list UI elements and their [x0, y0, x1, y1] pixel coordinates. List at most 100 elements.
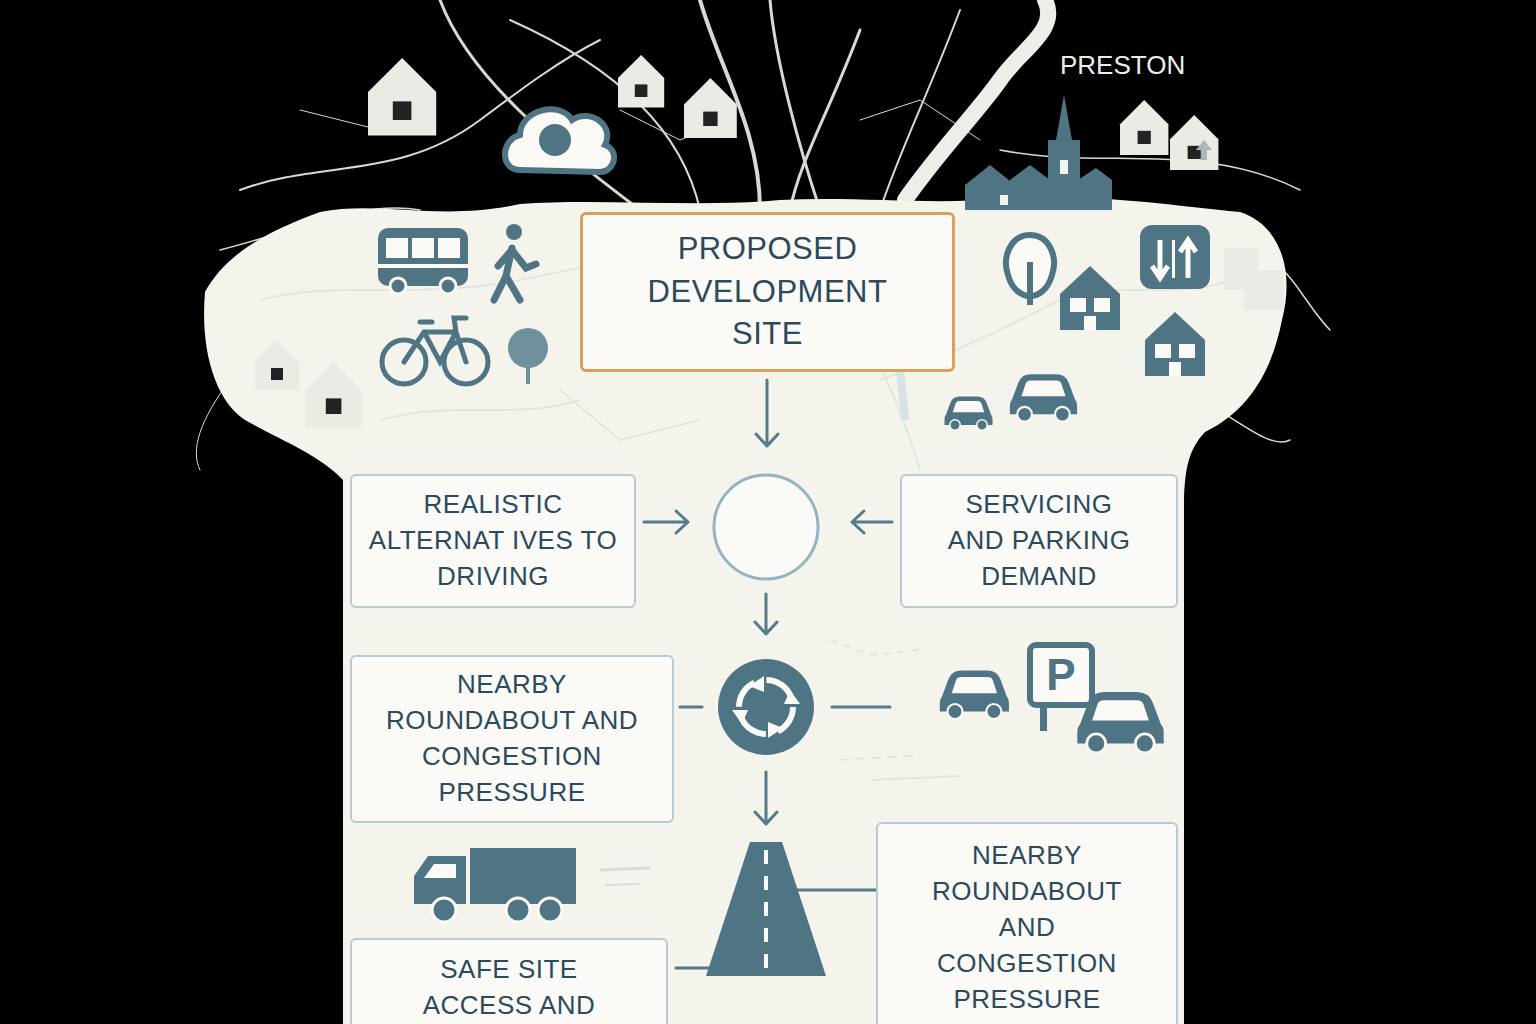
truck-icon: [414, 848, 576, 922]
map-pin-icon: [526, 366, 530, 384]
factor-box: SERVICING AND PARKING DEMAND: [900, 474, 1178, 608]
town-church: [1010, 165, 1050, 210]
factor-box: NEARBY ROUNDABOUT AND CONGESTION PRESSUR…: [350, 655, 674, 823]
flow-arrows: [755, 772, 777, 824]
tree-icon: [1027, 262, 1033, 305]
roundabout-icon: [732, 676, 800, 738]
houses: [255, 340, 299, 390]
cloud-icon: [539, 124, 571, 156]
pedestrian-icon: [494, 224, 536, 300]
house-icons: [1060, 266, 1120, 330]
factor-box: SAFE SITE ACCESS AND: [350, 938, 668, 1024]
direction-sign-icon: [1152, 240, 1168, 278]
town-church: [965, 165, 1015, 210]
flow-arrows: [852, 511, 892, 533]
truck-icon: [414, 856, 466, 904]
town-church: [965, 95, 1112, 210]
bus-icon: [438, 238, 460, 258]
flow-arrows: [680, 706, 702, 709]
faint-streets: [605, 884, 640, 885]
bus-icon: [390, 278, 406, 294]
pedestrian-icon: [506, 276, 520, 300]
road-icon: [706, 842, 826, 976]
tree-icon: [1006, 235, 1054, 305]
map-pin-icon: [508, 328, 548, 384]
flow-arrows: [644, 511, 688, 533]
town-church: [1078, 168, 1112, 210]
faint-streets: [560, 390, 700, 440]
map-roads: [790, 30, 860, 210]
houses: [1224, 248, 1284, 310]
parking-icons: [940, 670, 1009, 719]
faint-streets: [830, 640, 920, 655]
pedestrian-icon: [494, 248, 512, 300]
factor-box: NEARBY ROUNDABOUT AND CONGESTION PRESSUR…: [876, 822, 1178, 1024]
bus-icon: [386, 238, 408, 258]
roundabout-icon: [718, 659, 814, 755]
box-label: NEARBY ROUNDABOUT AND CONGESTION PRESSUR…: [915, 838, 1140, 1017]
road-icon: [764, 850, 768, 970]
flow-arrows: [790, 889, 876, 892]
houses: [255, 55, 1284, 427]
pedestrian-icon: [498, 252, 510, 266]
pedestrian-icon: [506, 224, 522, 240]
houses: [305, 362, 362, 427]
pedestrian-icon: [512, 250, 536, 268]
houses: [1120, 100, 1168, 155]
flow-circle: [714, 475, 818, 579]
town-church: [1060, 160, 1068, 174]
box-label: PROPOSED DEVELOPMENT SITE: [618, 228, 918, 356]
road-icon: [706, 842, 826, 976]
map-pin-icon: [508, 328, 548, 368]
car-icons: [945, 397, 993, 431]
town-church: [1048, 95, 1080, 210]
cloud-icon: [505, 109, 614, 172]
cloud-icon: [505, 109, 614, 172]
direction-sign-icon: [1172, 240, 1175, 278]
houses: [1170, 115, 1218, 170]
car-icons: [945, 374, 1078, 430]
place-name: PRESTON: [1060, 50, 1185, 81]
bicycle-icon: [382, 318, 488, 384]
parking-sign-letter: P: [1030, 645, 1092, 705]
box-label: REALISTIC ALTERNAT IVES TO DRIVING: [368, 487, 618, 595]
box-label: NEARBY ROUNDABOUT AND CONGESTION PRESSUR…: [372, 667, 652, 811]
site-box: PROPOSED DEVELOPMENT SITE: [580, 212, 955, 372]
bus-icon: [440, 278, 456, 294]
faint-streets: [840, 755, 920, 760]
houses: [618, 55, 664, 108]
car-icons: [1010, 374, 1077, 421]
truck-icon: [538, 898, 562, 922]
flow-arrows: [832, 706, 890, 709]
factor-box: REALISTIC ALTERNAT IVES TO DRIVING: [350, 474, 636, 608]
parking-icons: [1077, 692, 1163, 753]
truck-icon: [506, 898, 530, 922]
bicycle-icon: [404, 318, 466, 362]
house-icons: [1145, 312, 1205, 376]
roundabout-icon: [718, 659, 814, 755]
map-roads: [440, 0, 640, 210]
flow-arrows: [756, 380, 778, 446]
truck-icon: [432, 898, 456, 922]
direction-sign-icon: [1180, 240, 1196, 278]
bus-icon: [412, 238, 434, 258]
parking-icons: [1040, 705, 1047, 731]
truck-icon: [424, 864, 456, 878]
bus-icon: [378, 228, 468, 286]
faint-streets: [600, 868, 650, 870]
houses: [684, 78, 737, 138]
houses: [368, 58, 436, 136]
roundabout-icon: [739, 680, 793, 734]
box-label: SERVICING AND PARKING DEMAND: [937, 487, 1142, 595]
direction-sign-icon: [1140, 225, 1210, 289]
faint-streets: [380, 400, 580, 420]
parking-icons: [1030, 645, 1092, 705]
house-icons: [1060, 266, 1205, 376]
direction-sign-icon: [1140, 225, 1210, 289]
faint-streets: [870, 776, 960, 780]
box-label: SAFE SITE ACCESS AND: [407, 952, 612, 1024]
flow-arrows: [755, 594, 777, 634]
bus-icon: [378, 228, 468, 294]
